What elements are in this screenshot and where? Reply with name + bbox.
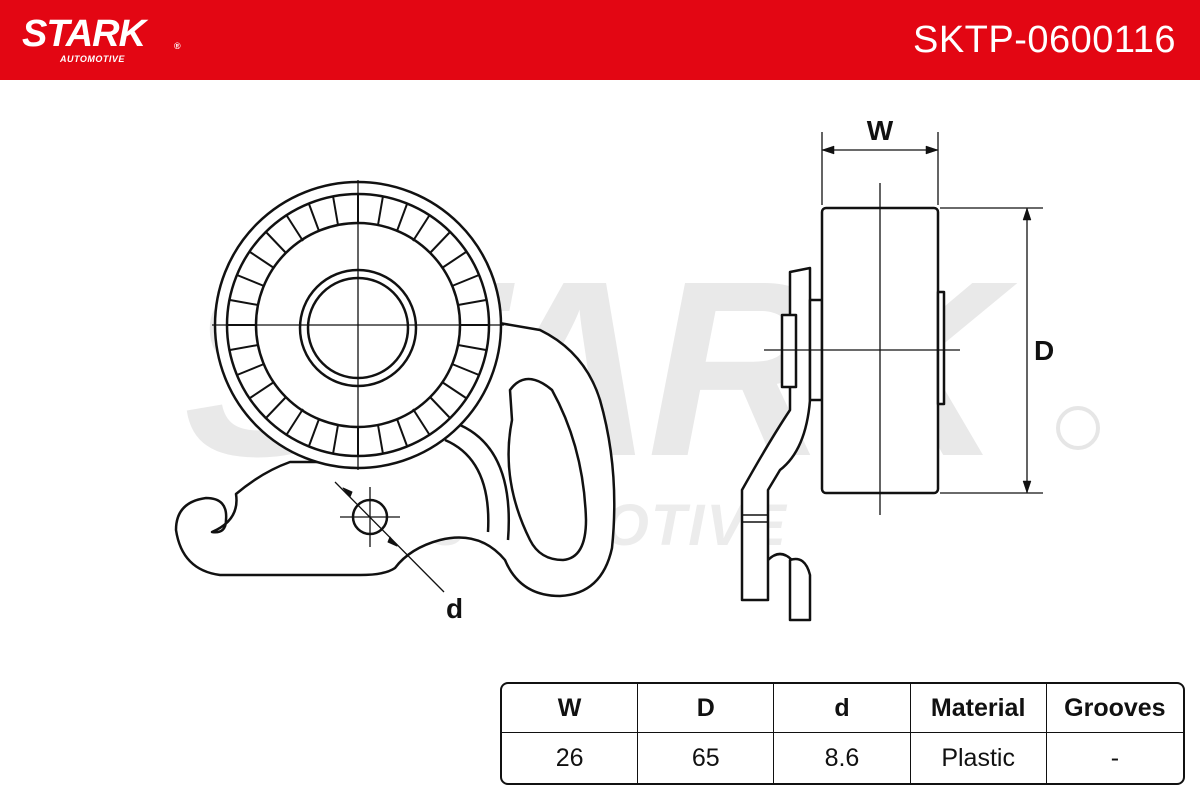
arm-slot (507, 377, 588, 562)
spec-value-cell: 26 (502, 733, 639, 783)
pulley-ribs (227, 194, 489, 456)
spec-value-cell: 8.6 (774, 733, 911, 783)
spec-header-cell: D (638, 684, 775, 733)
logo-wordmark: STARK (22, 13, 146, 55)
header-bar: STARK ® AUTOMOTIVE SKTP-0600116 (0, 0, 1200, 80)
dimension-label-w: W (867, 115, 894, 146)
tensioner-inner-curve (459, 423, 510, 541)
dimension-d (940, 207, 1043, 494)
spec-table: W D d Material Grooves 26 65 8.6 Plastic… (500, 682, 1185, 785)
stark-logo: STARK ® AUTOMOTIVE (22, 14, 192, 70)
side-spacer (780, 313, 798, 389)
spec-header-cell: W (502, 684, 639, 733)
spec-header-cell: d (774, 684, 911, 733)
part-number: SKTP-0600116 (912, 19, 1176, 61)
spec-value-cell: 65 (638, 733, 775, 783)
dimension-label-d: d (446, 593, 463, 624)
spec-value-row: 26 65 8.6 Plastic - (502, 733, 1183, 783)
logo-registered-mark: ® (174, 41, 181, 51)
dimension-label-D: D (1034, 335, 1054, 366)
technical-drawing: STARK AUTOMOTIVE (174, 115, 1100, 624)
spec-header-cell: Material (910, 684, 1047, 733)
logo-subtitle: AUTOMOTIVE (60, 54, 125, 64)
dimension-w (821, 132, 939, 205)
spec-value-cell: Plastic (911, 733, 1047, 783)
spec-header-row: W D d Material Grooves (502, 684, 1183, 733)
tensioner-front-view (174, 180, 616, 598)
spec-value-cell: - (1110, 743, 1120, 772)
spec-header-cell: Grooves (1046, 684, 1183, 733)
tensioner-side-view (740, 183, 960, 622)
